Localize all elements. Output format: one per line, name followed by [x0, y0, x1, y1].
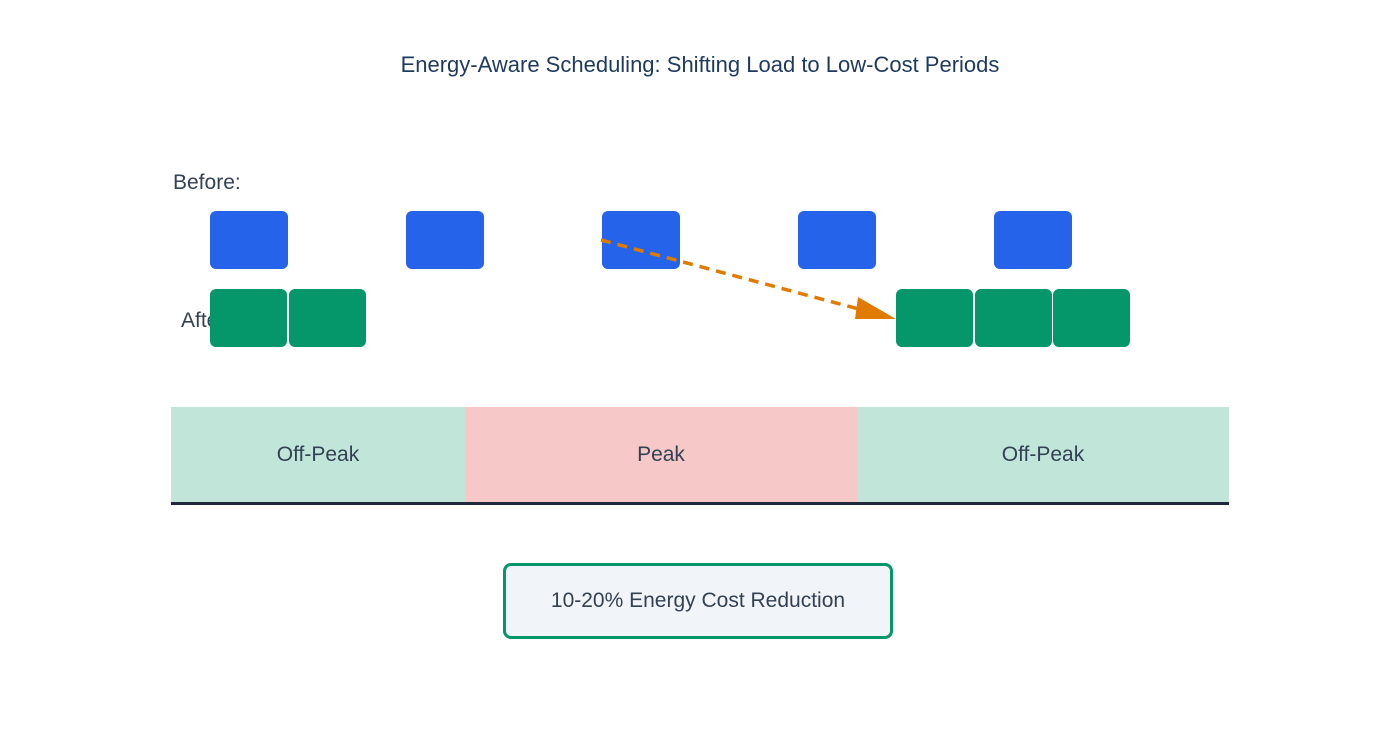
period-peak: Peak — [465, 407, 857, 503]
result-text: 10-20% Energy Cost Reduction — [550, 589, 846, 612]
timeline-axis — [171, 502, 1229, 505]
before-label: Before: — [173, 171, 241, 194]
period-off-peak-1: Off-Peak — [171, 407, 465, 503]
after-task-3 — [896, 289, 973, 347]
period-off-peak-2: Off-Peak — [857, 407, 1229, 503]
before-task-5 — [994, 211, 1072, 269]
after-task-1 — [210, 289, 287, 347]
period-label: Peak — [637, 443, 685, 466]
after-task-5 — [1053, 289, 1130, 347]
period-label: Off-Peak — [1001, 443, 1085, 466]
after-task-4 — [975, 289, 1052, 347]
before-task-4 — [798, 211, 876, 269]
diagram-title: Energy-Aware Scheduling: Shifting Load t… — [400, 52, 1000, 77]
result-box: 10-20% Energy Cost Reduction — [503, 563, 893, 639]
after-task-2 — [289, 289, 366, 347]
before-task-1 — [210, 211, 288, 269]
before-task-2 — [406, 211, 484, 269]
period-label: Off-Peak — [276, 443, 360, 466]
